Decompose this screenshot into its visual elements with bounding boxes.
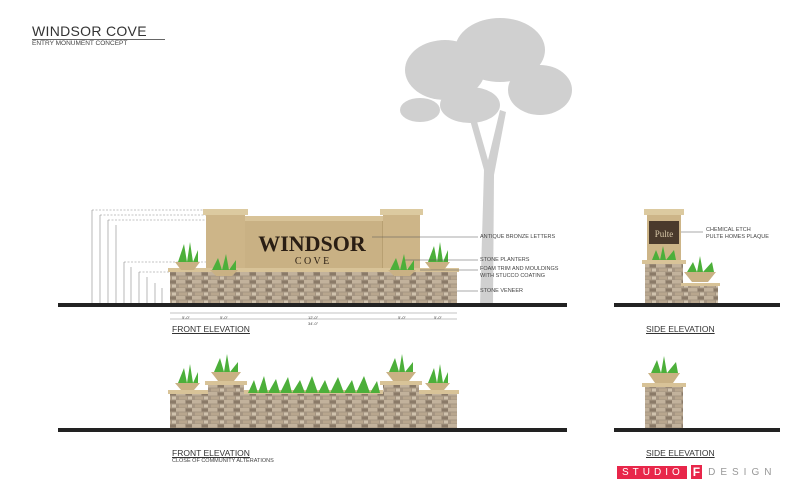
caption-front-elevation: FRONT ELEVATION [172, 324, 250, 334]
callout-letters: ANTIQUE BRONZE LETTERS [480, 234, 556, 240]
ground-line [58, 303, 567, 307]
callout-trim-1: FOAM TRIM AND MOULDINGS [480, 266, 559, 272]
callout-etch-2: PULTE HOMES PLAQUE [706, 234, 769, 240]
front-monument-alt [168, 354, 459, 428]
caption-front-elevation-alt-sub: CLOSE OF COMMUNITY ALTERATIONS [172, 458, 274, 464]
page-subtitle: ENTRY MONUMENT CONCEPT [32, 40, 128, 47]
ground-line [58, 428, 567, 432]
callout-etch-1: CHEMICAL ETCH [706, 227, 751, 233]
studio-f-design-logo: STUDIO F DESIGN [617, 465, 776, 479]
dim-seg1: 5'-0" [182, 315, 190, 320]
page-title: WINDSOR COVE [32, 24, 165, 40]
tree-silhouette [400, 18, 572, 305]
side-monument [642, 209, 720, 303]
sign-main-text: WINDSOR [258, 231, 367, 256]
caption-side-elevation: SIDE ELEVATION [646, 324, 715, 334]
plaque-logo: Pulte [655, 229, 674, 239]
logo-design: DESIGN [708, 466, 777, 478]
dim-seg5: 5'-0" [434, 315, 442, 320]
callout-veneer: STONE VENEER [480, 288, 523, 294]
caption-front-elevation-alt: FRONT ELEVATION [172, 448, 250, 458]
logo-studio: STUDIO [617, 465, 687, 479]
logo-f: F [690, 465, 703, 479]
dim-seg3: 12'-0" [308, 315, 319, 320]
ground-line [614, 428, 780, 432]
height-dimensions [91, 209, 457, 320]
dim-total: 34'-0" [308, 321, 319, 326]
ground-line [614, 303, 780, 307]
caption-side-elevation-alt: SIDE ELEVATION [646, 448, 715, 458]
callout-trim-2: WITH STUCCO COATING [480, 273, 545, 279]
side-monument-alt [642, 356, 686, 428]
dim-seg2: 5'-0" [220, 315, 228, 320]
front-monument [168, 209, 459, 303]
callout-planters: STONE PLANTERS [480, 257, 530, 263]
dim-seg4: 5'-0" [398, 315, 406, 320]
sign-sub-text: C O V E [295, 256, 329, 267]
